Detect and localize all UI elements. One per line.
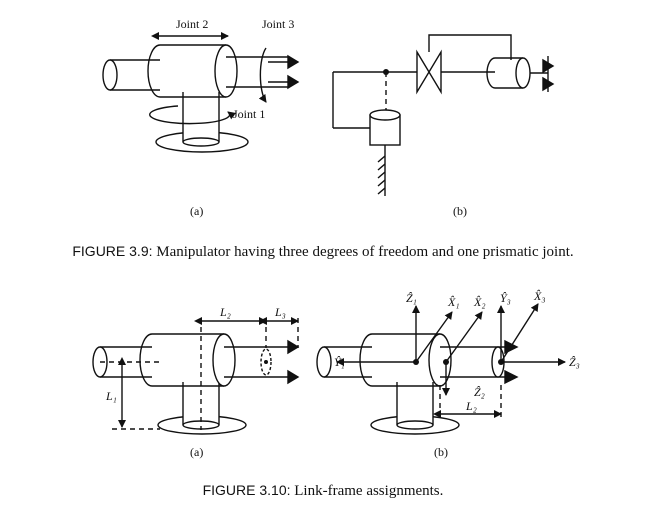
figure-3-10-number: FIGURE 3.10: [202,482,291,498]
joint3-dot [264,360,268,364]
figure-3-9-caption: FIGURE 3.9: Manipulator having three deg… [0,243,646,261]
figure-3-9-text: Manipulator having three degrees of free… [156,244,574,260]
joint1-label: Joint 1 [233,107,265,121]
axis-z1-label: Ẑ₁ [406,291,417,305]
axis-x3-label: X̂₃ [533,289,546,303]
fig39b-sublabel: (b) [453,204,467,218]
dim-l1-label: L₁ [105,389,117,403]
figure-3-10-caption: FIGURE 3.10: Link-frame assignments. [0,482,646,500]
dim-l2b-label: L₂ [465,399,477,413]
axis-y3-label: Ŷ₃ [500,291,511,305]
junction-dot [383,69,389,75]
origin-3-dot [498,359,504,365]
joint2-label: Joint 2 [176,17,208,31]
fig310b-sublabel: (b) [434,445,448,459]
fig39a-sublabel: (a) [190,204,203,218]
figure-3-9-number: FIGURE 3.9: [72,243,153,259]
fig39a-manipulator [102,32,300,153]
fig310a-sublabel: (a) [190,445,203,459]
dim-l3-label: L₃ [274,305,286,319]
origin-2-dot [443,359,449,365]
figure-3-10-text: Link-frame assignments. [294,483,444,499]
fig39b-schematic [332,34,555,196]
dim-l2-label: L₂ [219,305,231,319]
fig310a-manipulator [92,317,300,435]
axis-y1-label: Ŷ₁ [334,355,345,369]
axis-z3-label: Ẑ₃ [569,355,580,369]
joint3-label: Joint 3 [262,17,294,31]
axis-z2-label: Ẑ₂ [474,385,485,399]
fig310b-frames [316,303,566,435]
axis-x2-label: X̂₂ [473,295,486,309]
origin-1-dot [413,359,419,365]
axis-x1-label: X̂₁ [447,295,460,309]
